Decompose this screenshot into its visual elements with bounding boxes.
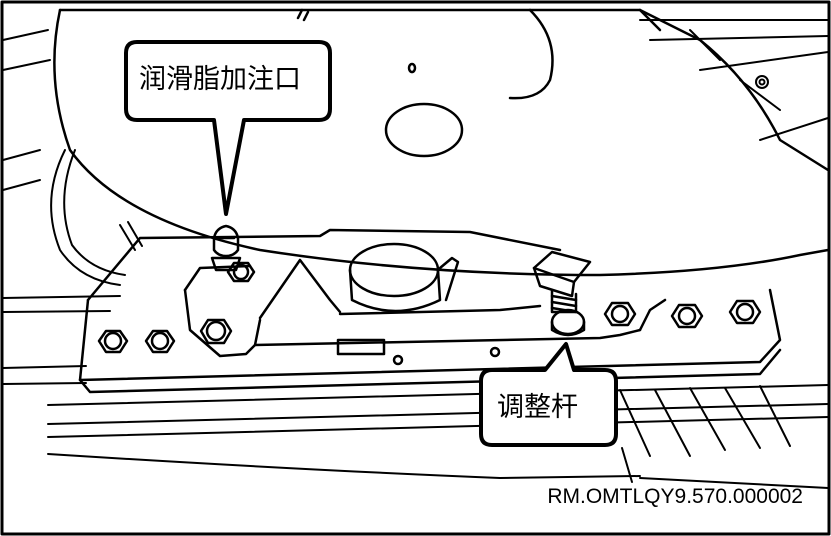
grease-fitting-callout (124, 40, 332, 216)
bolt-2 (144, 329, 176, 354)
grease-fitting (210, 224, 242, 272)
hex-nut-small (755, 75, 769, 89)
bolt-5 (603, 301, 637, 327)
bolt-7 (728, 299, 762, 325)
rail-lines (2, 29, 829, 489)
hose (50, 149, 143, 286)
base-plate (78, 228, 782, 394)
right-background-plate (619, 19, 829, 457)
grease-fitting-label: 润滑脂加注口 (139, 64, 301, 95)
reference-leader (621, 447, 633, 483)
upper-body (53, 8, 830, 277)
cylinder-opening (348, 242, 460, 313)
bolt-4 (226, 261, 256, 283)
adjusting-rod-callout (479, 342, 618, 447)
reference-code: RM.OMTLQY9.570.000002 (547, 485, 803, 508)
adjusting-rod (532, 250, 592, 337)
body-hole (384, 102, 464, 158)
bolt-3 (199, 318, 233, 345)
hex-bolts (97, 261, 762, 354)
bolt-1 (97, 329, 129, 354)
adjusting-rod-label: 调整杆 (497, 392, 578, 423)
bolt-6 (670, 303, 704, 329)
